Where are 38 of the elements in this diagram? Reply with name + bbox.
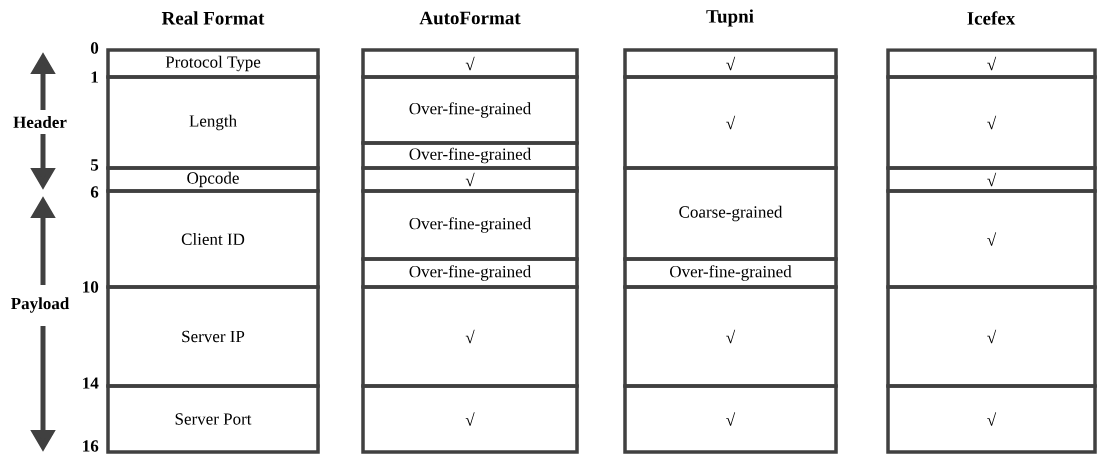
field-cell: √ <box>361 48 579 79</box>
field-cell: √ <box>361 166 579 193</box>
field-cell: √ <box>886 384 1097 454</box>
byte-offset: 5 <box>91 159 99 171</box>
byte-offset: 10 <box>83 281 99 293</box>
field-cell: √ <box>886 166 1097 193</box>
section-label: Header <box>13 116 67 128</box>
field-cell: Protocol Type <box>106 48 320 79</box>
byte-offset: 14 <box>83 377 99 389</box>
byte-offset: 0 <box>90 42 99 54</box>
field-cell: Over-fine-grained <box>361 75 579 145</box>
field-cell: Over-fine-grained <box>361 141 579 170</box>
field-cell: Client ID <box>106 189 320 289</box>
field-cell: Over-fine-grained <box>623 257 838 289</box>
field-cell: √ <box>361 384 579 454</box>
column-heading: Tupni <box>706 9 754 27</box>
byte-offset: 6 <box>90 186 99 198</box>
column-heading: AutoFormat <box>419 11 521 25</box>
field-cell: Opcode <box>106 166 320 193</box>
field-cell: √ <box>886 48 1097 79</box>
column-heading: Icefex <box>967 11 1016 25</box>
field-cell: Coarse-grained <box>623 166 838 261</box>
column-heading: Real Format <box>161 11 265 25</box>
field-cell: √ <box>361 285 579 388</box>
field-cell: √ <box>623 48 838 79</box>
field-cell: √ <box>886 75 1097 170</box>
field-cell: Over-fine-grained <box>361 189 579 261</box>
field-cell: Server Port <box>106 384 320 454</box>
field-cell: √ <box>623 384 838 454</box>
field-cell: √ <box>886 189 1097 289</box>
byte-offset: 1 <box>91 71 98 83</box>
field-cell: √ <box>886 285 1097 388</box>
field-cell: Over-fine-grained <box>361 257 579 289</box>
field-cell: √ <box>623 75 838 170</box>
section-label: Payload <box>11 297 70 313</box>
field-cell: Length <box>106 75 320 170</box>
field-cell: √ <box>623 285 838 388</box>
field-cell: Server IP <box>106 285 320 388</box>
